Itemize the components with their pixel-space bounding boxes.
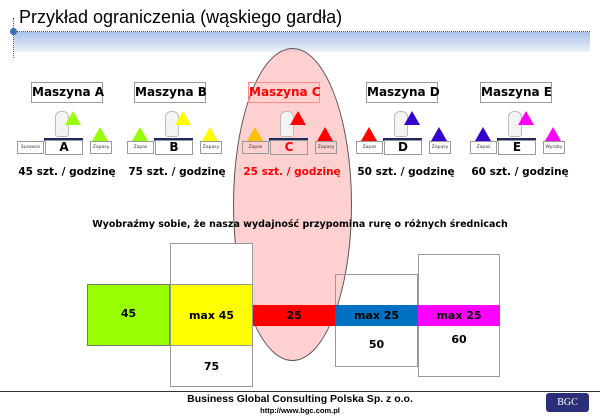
input-buffer-box: Zapas — [242, 141, 269, 154]
subtitle: Wyobraźmy sobie, że nasza wydajność przy… — [92, 219, 508, 230]
machine-rate: 60 szt. / godzinę — [471, 166, 569, 178]
top-stock-triangle-icon — [290, 111, 306, 125]
output-buffer-box: Zapasy — [200, 141, 222, 154]
input-buffer-box: Surowce — [17, 141, 44, 154]
left-stock-triangle-icon — [132, 127, 148, 141]
right-stock-triangle-icon — [545, 127, 561, 141]
footer-company: Business Global Consulting Polska Sp. z … — [187, 393, 413, 405]
machine-unit: B — [155, 140, 193, 155]
output-buffer-box: Wyroby gotowe — [543, 141, 565, 154]
top-stock-triangle-icon — [404, 111, 420, 125]
machine-unit: C — [270, 140, 308, 155]
pipe-e-capacity: 60 — [451, 333, 467, 346]
top-stock-triangle-icon — [65, 111, 81, 125]
bgc-logo: BGC — [546, 393, 589, 412]
output-buffer-box: Zapasy — [429, 141, 451, 154]
machine-label: Maszyna C — [248, 82, 321, 103]
machine-label: Maszyna D — [366, 82, 440, 103]
pipe-segment-a: 45 — [87, 284, 170, 346]
output-buffer-box: Zapasy — [90, 141, 112, 154]
pipe-segment-e: max 25 — [418, 305, 500, 326]
machine-unit: A — [45, 140, 83, 155]
pipe-segment-b: max 45 — [170, 284, 253, 346]
left-stock-triangle-icon — [22, 127, 38, 141]
footer-divider — [0, 391, 600, 392]
right-stock-triangle-icon — [202, 127, 218, 141]
machine-bar — [154, 138, 193, 141]
machine-label: Maszyna E — [480, 82, 552, 103]
output-buffer-box: Zapasy — [315, 141, 337, 154]
machine-unit: D — [384, 140, 422, 155]
top-stock-triangle-icon — [518, 111, 534, 125]
machine-unit: E — [498, 140, 536, 155]
machine-bar — [383, 138, 422, 141]
page-title: Przykład ograniczenia (wąskiego gardła) — [19, 7, 343, 27]
footer-url[interactable]: http://www.bgc.com.pl — [260, 406, 340, 415]
pipe-d-capacity: 50 — [368, 338, 385, 351]
machine-rate: 45 szt. / godzinę — [18, 166, 116, 178]
input-buffer-box: Zapas — [127, 141, 154, 154]
pipe-segment-c: 25 — [253, 305, 335, 326]
guide-handle — [10, 28, 17, 35]
pipe-segment-d: max 25 — [335, 305, 418, 326]
left-stock-triangle-icon — [247, 127, 263, 141]
machine-bar — [497, 138, 536, 141]
input-buffer-box: Zapas — [470, 141, 497, 154]
machine-label: Maszyna B — [134, 82, 207, 103]
top-stock-triangle-icon — [175, 111, 191, 125]
machine-bar — [269, 138, 308, 141]
pipe-b-capacity: 75 — [203, 360, 220, 373]
machine-rate: 25 szt. / godzinę — [243, 166, 341, 178]
right-stock-triangle-icon — [317, 127, 333, 141]
right-stock-triangle-icon — [431, 127, 447, 141]
machine-rate: 50 szt. / godzinę — [357, 166, 455, 178]
guide-line — [13, 18, 14, 58]
machine-label: Maszyna A — [31, 82, 104, 103]
input-buffer-box: Zapas — [356, 141, 383, 154]
left-stock-triangle-icon — [361, 127, 377, 141]
title-bar — [14, 31, 590, 52]
left-stock-triangle-icon — [475, 127, 491, 141]
machine-bar — [44, 138, 83, 141]
machine-rate: 75 szt. / godzinę — [128, 166, 226, 178]
right-stock-triangle-icon — [92, 127, 108, 141]
